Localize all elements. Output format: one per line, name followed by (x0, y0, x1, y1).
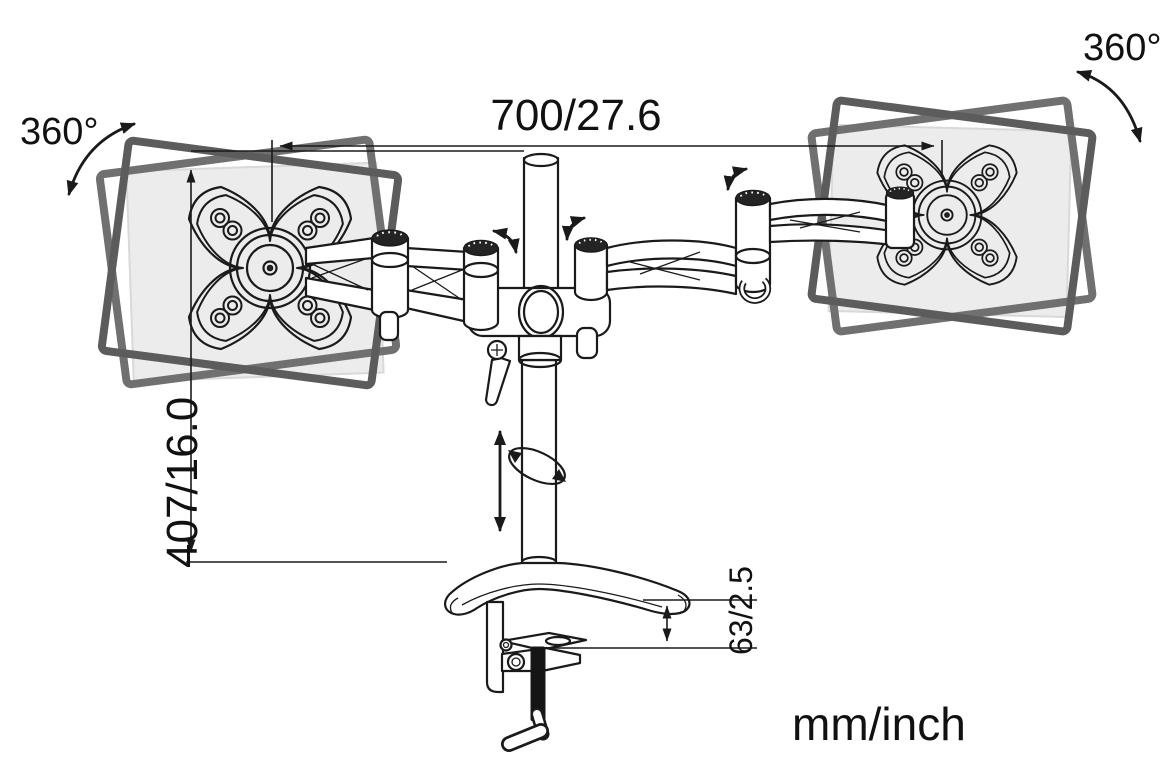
screen-fill-right (827, 123, 1073, 319)
joint-cylinder-elbow (734, 189, 772, 294)
swivel-label-left: 360° (20, 111, 99, 153)
clamp-dimension-label: 63/2.5 (723, 566, 759, 655)
pole-rotate-ellipse (508, 446, 566, 486)
joint-cylinder-hub-right (573, 236, 609, 302)
hub (466, 284, 612, 369)
screen-fill-left (125, 161, 385, 383)
cable-clip-tab (575, 326, 599, 360)
units-label: mm/inch (792, 698, 966, 750)
height-dimension-label: 407/16.0 (158, 397, 207, 568)
base (444, 555, 691, 616)
joint-rotate-arrow-left (492, 227, 520, 254)
joint-cylinder-left (370, 229, 410, 342)
arm-right (573, 186, 916, 304)
swivel-label-right: 360° (1083, 27, 1162, 69)
tension-lever (484, 339, 512, 407)
joint-rotate-arrow-elbow (723, 166, 748, 191)
dimension-height (186, 150, 524, 563)
desk-clamp (485, 600, 588, 752)
cable-hook (738, 277, 772, 304)
dimension-clamp (543, 599, 757, 649)
swivel-arrow-left (66, 122, 136, 196)
pole (520, 152, 560, 588)
width-dimension-label: 700/27.6 (490, 91, 661, 140)
joint-cylinder-vesa-right (884, 186, 916, 250)
dimension-width (271, 140, 943, 222)
joint-rotate-arrow-center (561, 216, 586, 241)
swivel-arrow-right (1076, 69, 1143, 143)
clamp-handle (501, 707, 550, 752)
joint-cylinder-hub-left (462, 239, 500, 332)
arm-left (304, 229, 500, 342)
